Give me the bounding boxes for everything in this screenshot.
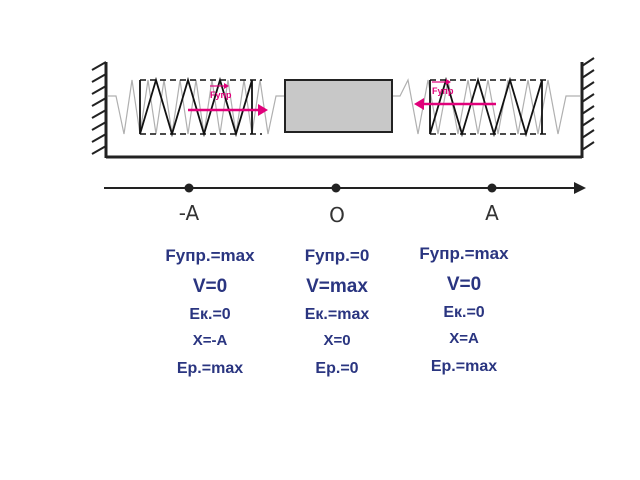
potential-energy-value: Ep.=max <box>430 358 498 375</box>
right-wall <box>580 57 595 158</box>
force-value: Fупр.=max <box>419 244 509 263</box>
point-o <box>331 183 341 193</box>
x-axis: -A O A <box>104 182 586 227</box>
spring-brackets <box>140 79 550 135</box>
axis-label-minus-a: -A <box>179 201 200 225</box>
kinetic-energy-value: Eк.=max <box>304 306 370 323</box>
force-value: Fупр.=max <box>165 246 255 265</box>
force-label-left: Fупр <box>210 90 232 100</box>
potential-energy-value: Ep.=max <box>176 360 244 377</box>
position-value: X=-A <box>192 332 228 349</box>
spring-left-compressed <box>139 76 253 138</box>
axis-label-a: A <box>485 201 499 225</box>
spring-right-extended <box>392 78 580 135</box>
force-value: Fупр.=0 <box>304 246 370 265</box>
axis-label-o: O <box>329 203 345 227</box>
spring-right-compressed <box>429 76 543 138</box>
state-column-minus-a: Fупр.=max V=0 Eк.=0 X=-A Ep.=max <box>150 246 270 388</box>
left-wall <box>91 61 108 158</box>
point-minus-a <box>184 183 194 193</box>
state-column-a: Fупр.=max V=0 Eк.=0 X=A Ep.=max <box>404 244 524 386</box>
potential-energy-value: Ep.=0 <box>315 360 359 377</box>
force-label-right: Fупр <box>432 86 454 96</box>
kinetic-energy-value: Eк.=0 <box>443 304 485 321</box>
kinetic-energy-value: Eк.=0 <box>189 306 231 323</box>
state-column-o: Fупр.=0 V=max Eк.=max X=0 Ep.=0 <box>277 246 397 388</box>
position-value: X=0 <box>323 332 351 349</box>
velocity-value: V=0 <box>192 276 228 297</box>
point-a <box>487 183 497 193</box>
force-arrow-left: Fупр <box>188 83 268 116</box>
mass-block <box>284 79 393 133</box>
force-arrow-right: Fупр <box>414 79 496 110</box>
velocity-value: V=0 <box>446 274 482 295</box>
position-value: X=A <box>449 330 479 347</box>
velocity-value: V=max <box>306 276 368 297</box>
